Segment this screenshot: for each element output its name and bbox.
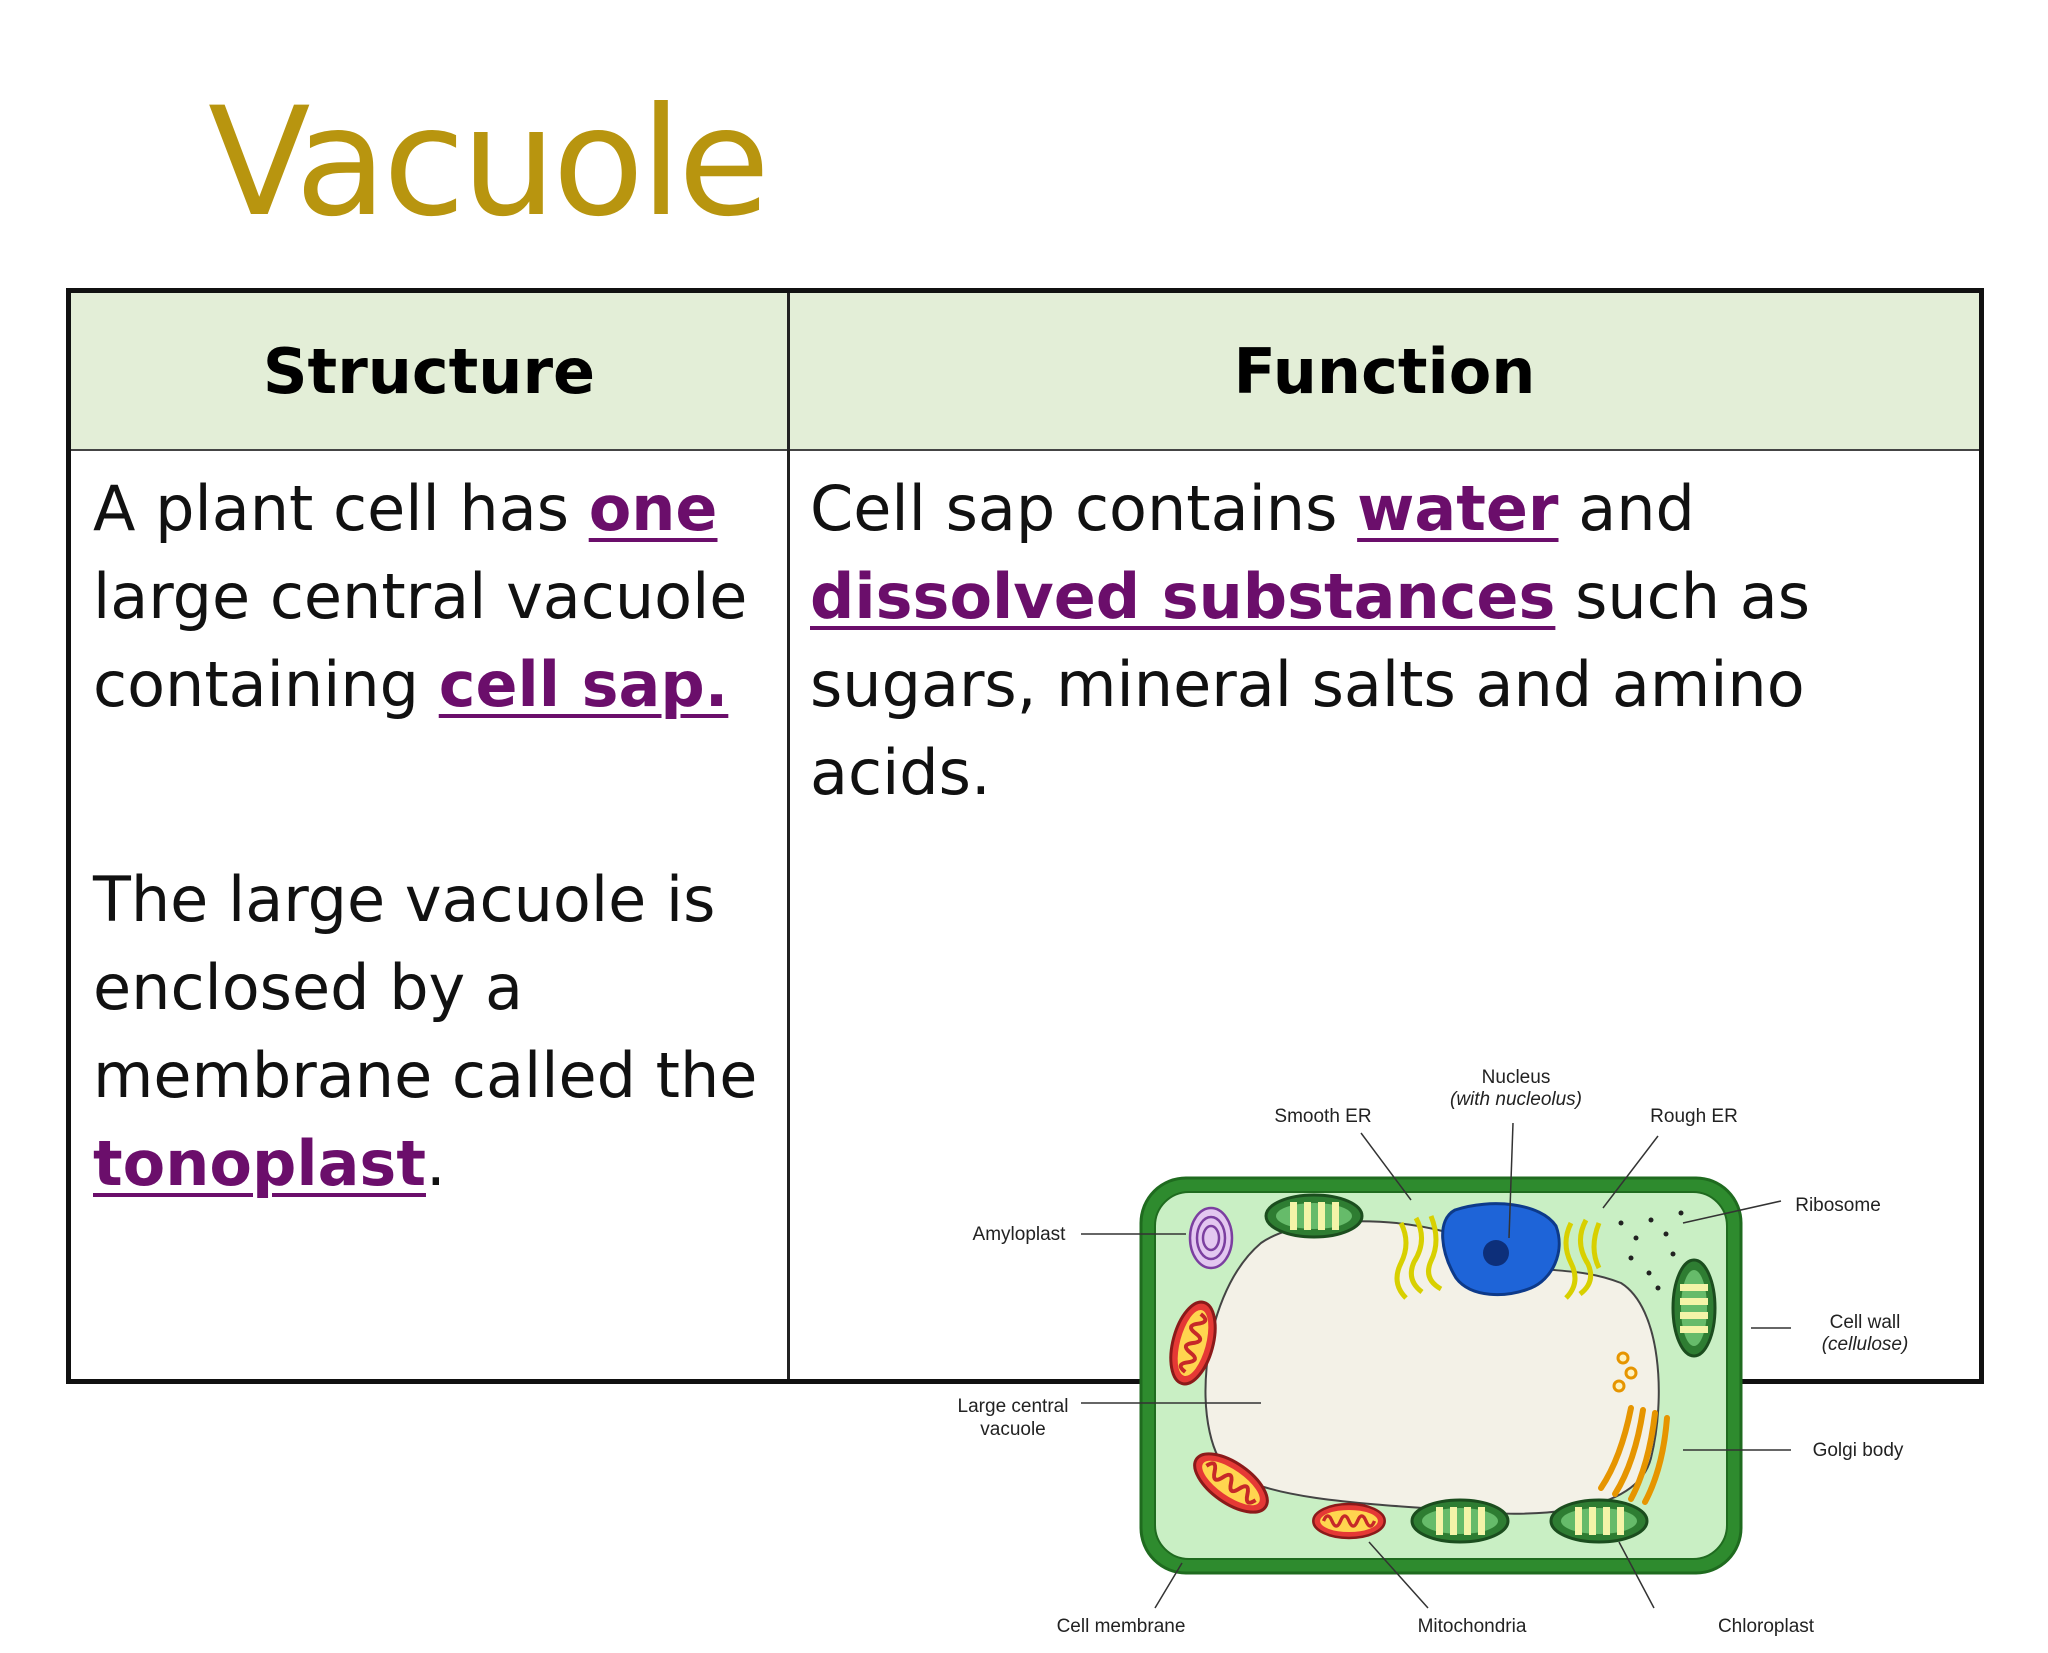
text-run: The large vacuole is enclosed by a membr…	[93, 863, 758, 1112]
rough-er	[1563, 1218, 1602, 1300]
label-golgi-body: Golgi body	[1813, 1440, 1904, 1461]
smooth-er	[1394, 1215, 1443, 1300]
column-divider	[787, 293, 790, 1379]
plant-cell-diagram: Nucleus (with nucleolus) Smooth ER Rough…	[958, 1067, 1909, 1637]
amyloplast	[1188, 1206, 1234, 1270]
header-structure: Structure	[71, 293, 787, 449]
label-cell-wall: Cell wall	[1830, 1312, 1901, 1333]
page-title: Vacuole	[208, 76, 770, 250]
label-chloroplast: Chloroplast	[1718, 1616, 1815, 1637]
chloroplast	[1671, 1258, 1717, 1358]
text-run: and	[1558, 472, 1695, 545]
function-paragraph: Cell sap contains water and dissolved su…	[810, 465, 1970, 817]
label-smooth-er: Smooth ER	[1274, 1106, 1371, 1127]
label-amyloplast: Amyloplast	[973, 1224, 1067, 1245]
label-vacuole-line-2: vacuole	[980, 1419, 1046, 1440]
keyword-water: water	[1357, 472, 1559, 545]
label-mitochondria: Mitochondria	[1418, 1616, 1527, 1637]
keyword-dissolved-substances: dissolved substances	[810, 560, 1556, 633]
mitochondrion	[1311, 1502, 1387, 1540]
text-run: .	[425, 1127, 446, 1200]
text-run: large central vacuole containing	[93, 560, 748, 721]
label-vacuole-line-1: Large central	[958, 1396, 1069, 1417]
chloroplast	[1264, 1193, 1364, 1239]
label-nucleus: Nucleus	[1482, 1067, 1551, 1088]
text-run: A plant cell has	[93, 472, 589, 545]
golgi-body	[1598, 1405, 1670, 1505]
label-cell-membrane: Cell membrane	[1057, 1616, 1186, 1637]
ribosomes	[1618, 1210, 1684, 1291]
label-nucleus-sub: (with nucleolus)	[1450, 1089, 1582, 1110]
label-cell-wall-sub: (cellulose)	[1822, 1334, 1909, 1355]
structure-function-table: Structure Function A plant cell has one …	[66, 288, 1984, 1637]
header-function: Function	[790, 293, 1979, 449]
keyword-cell-sap: cell sap.	[438, 648, 729, 721]
keyword-one: one	[588, 472, 718, 545]
keyword-tonoplast: tonoplast	[93, 1127, 426, 1200]
label-ribosome: Ribosome	[1795, 1195, 1881, 1216]
header-divider	[71, 449, 1979, 451]
vesicles	[1612, 1351, 1638, 1393]
label-rough-er: Rough ER	[1650, 1106, 1738, 1127]
text-run: such as sugars, mineral salts and amino …	[810, 560, 1811, 809]
structure-paragraph-1: A plant cell has one large central vacuo…	[93, 465, 773, 729]
text-run: Cell sap contains	[810, 472, 1358, 545]
structure-paragraph-2: The large vacuole is enclosed by a membr…	[93, 856, 773, 1208]
nucleolus	[1483, 1240, 1509, 1266]
